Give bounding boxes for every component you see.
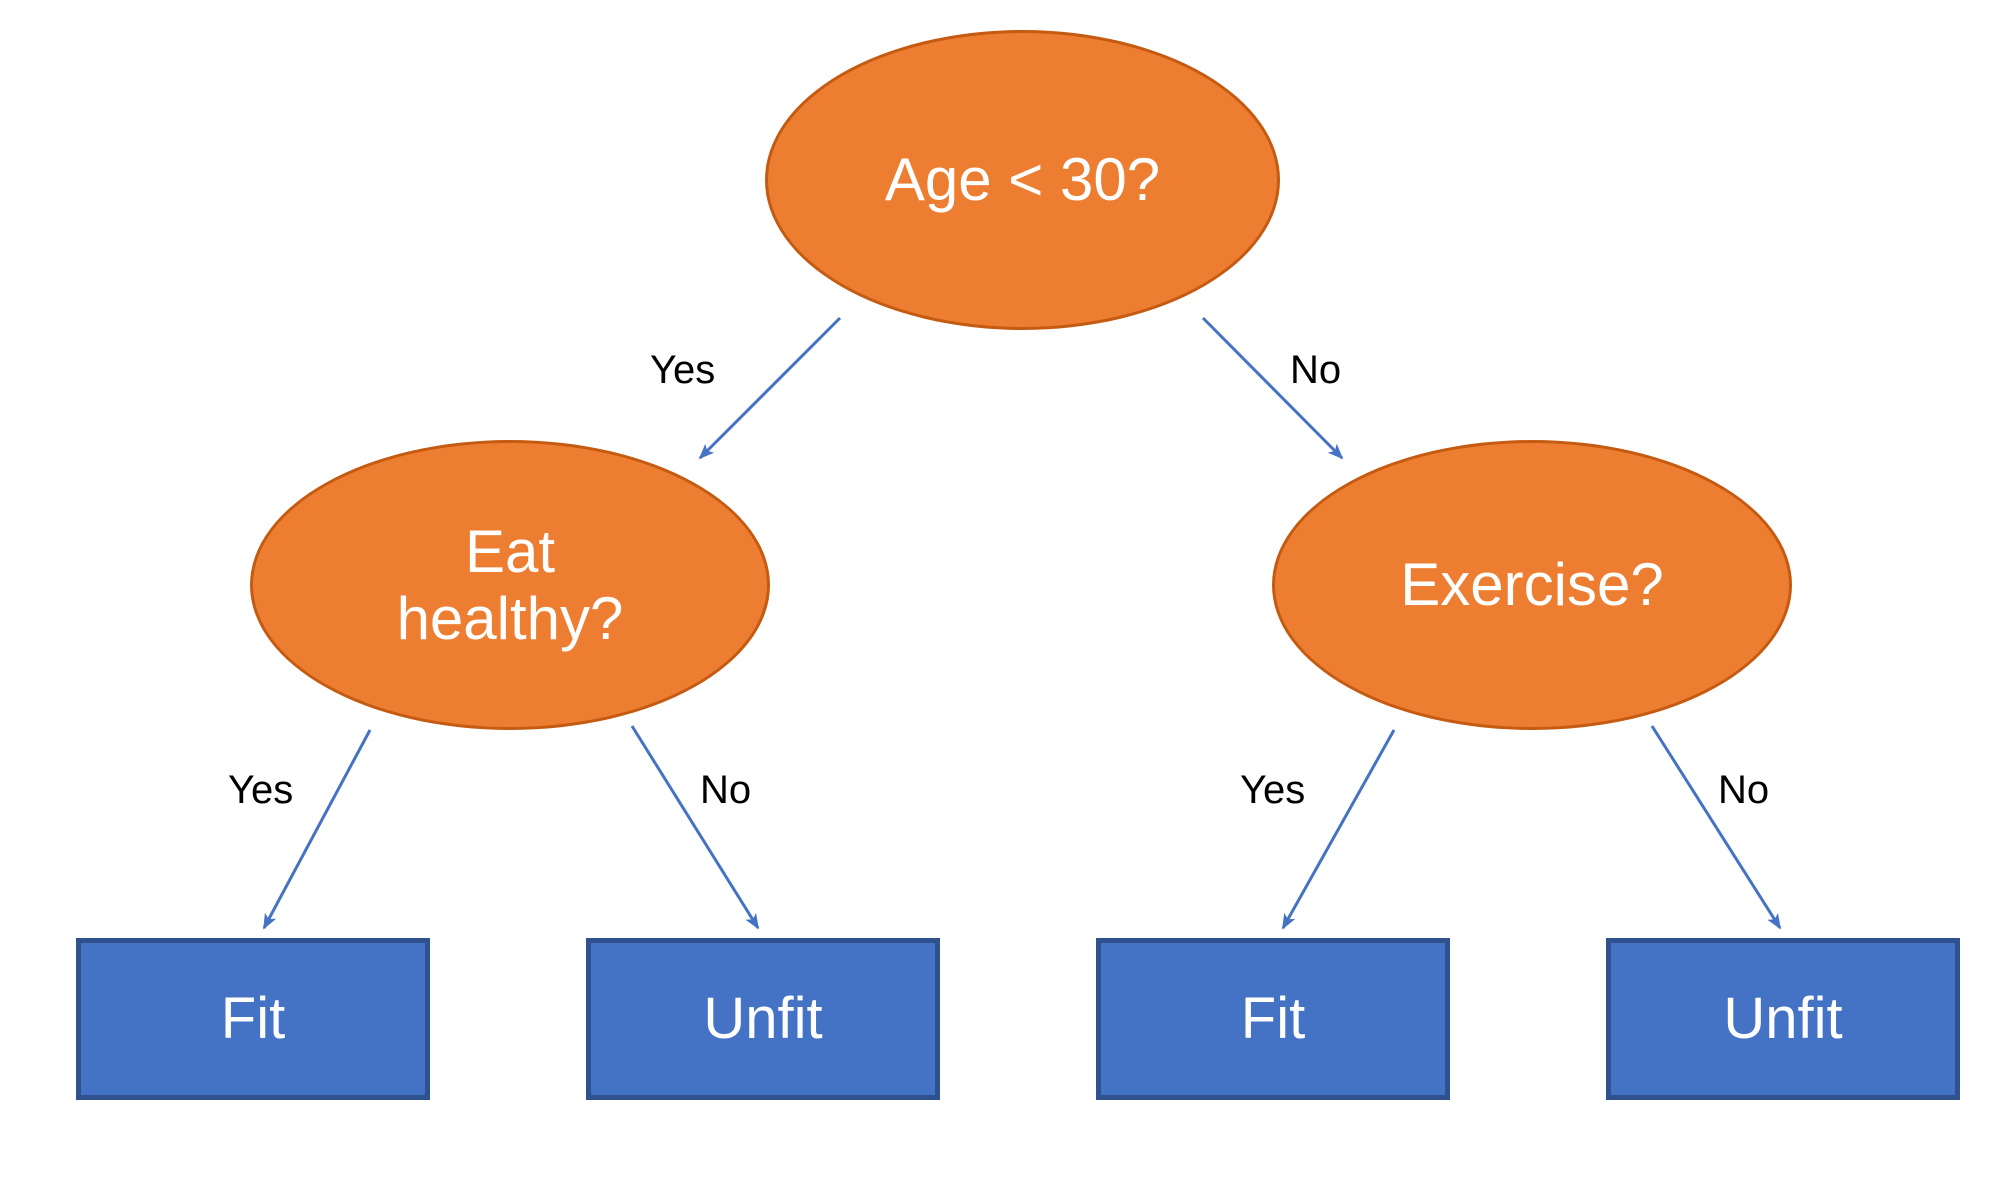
edge-left-child-to-leaf-1	[262, 729, 372, 930]
edge-label-right-yes: Yes	[1240, 768, 1306, 812]
edge-right-child-to-leaf-4	[1650, 725, 1782, 930]
node-root-label: Age < 30?	[884, 146, 1161, 214]
edge-label-root-yes: Yes	[650, 348, 716, 392]
node-leaf-unfit-2-label: Unfit	[1723, 986, 1843, 1052]
edge-label-left-yes: Yes	[228, 768, 294, 812]
edge-right-child-to-leaf-3	[1281, 729, 1396, 930]
edge-label-root-no: No	[1290, 348, 1342, 392]
node-exercise-label: Exercise?	[1400, 551, 1664, 619]
edge-label-left-no: No	[700, 768, 752, 812]
node-root[interactable]: Age < 30?	[765, 30, 1280, 330]
node-leaf-fit-1[interactable]: Fit	[76, 938, 430, 1100]
node-leaf-unfit-2[interactable]: Unfit	[1606, 938, 1960, 1100]
edge-label-right-no: No	[1718, 768, 1770, 812]
node-exercise[interactable]: Exercise?	[1272, 440, 1792, 730]
edge-left-child-to-leaf-2	[630, 725, 760, 930]
node-leaf-fit-1-label: Fit	[220, 986, 286, 1052]
node-leaf-unfit-1-label: Unfit	[703, 986, 823, 1052]
node-eat-healthy[interactable]: Eat healthy?	[250, 440, 770, 730]
node-leaf-fit-2-label: Fit	[1240, 986, 1306, 1052]
node-eat-healthy-label: Eat healthy?	[396, 517, 624, 652]
edge-root-to-left-child	[698, 316, 842, 460]
node-leaf-unfit-1[interactable]: Unfit	[586, 938, 940, 1100]
node-leaf-fit-2[interactable]: Fit	[1096, 938, 1450, 1100]
